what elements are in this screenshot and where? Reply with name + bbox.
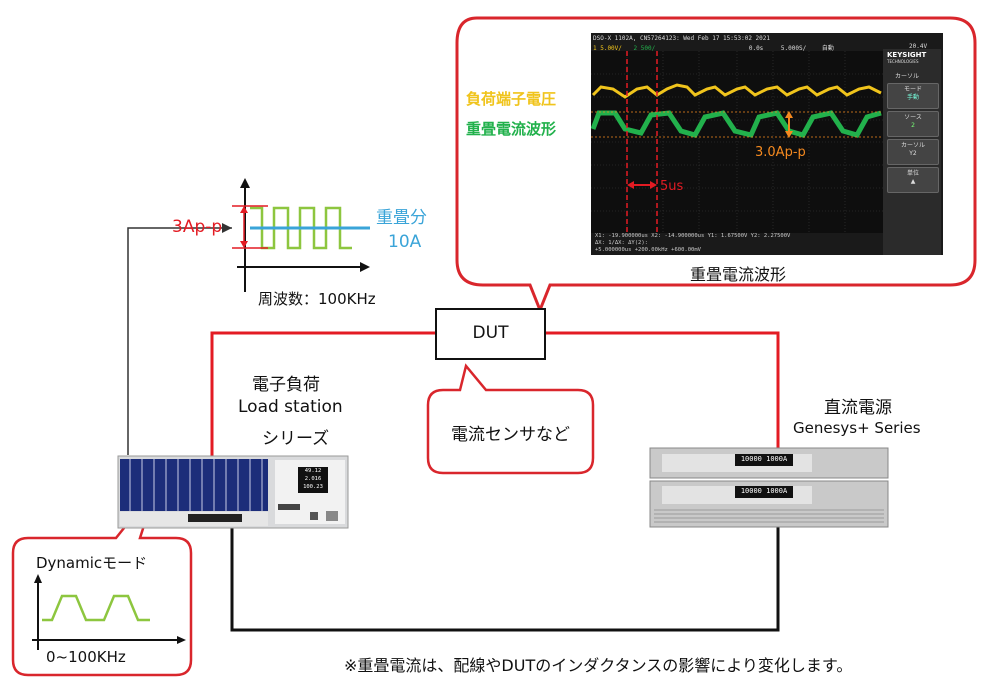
softkey-cursor-value: Y2 bbox=[909, 150, 917, 157]
osc-menu-title: カーソル bbox=[895, 73, 920, 80]
dc-power-supply-device bbox=[649, 447, 889, 528]
softkey-mode[interactable]: モード 手動 bbox=[887, 83, 939, 109]
inset-frequency-label: 周波数：100KHz bbox=[258, 290, 376, 308]
osc-trigger-level: 20.4V bbox=[909, 43, 928, 50]
psu-title: 直流電源 bbox=[824, 398, 892, 418]
footnote: ※重畳電流は、配線やDUTのインダクタンスの影響により変化します。 bbox=[344, 656, 853, 675]
red-wire-right bbox=[545, 331, 780, 455]
black-wire bbox=[230, 520, 780, 632]
softkey-units[interactable]: 単位 ▲ bbox=[887, 167, 939, 193]
softkey-mode-label: モード bbox=[903, 86, 922, 93]
inset-overlay-label: 重畳分 bbox=[376, 208, 427, 228]
osc-readout-line3: +5.000000us +200.00kHz +600.00mV bbox=[595, 247, 701, 253]
keysight-sub: TECHNOLOGIES bbox=[887, 59, 919, 64]
softkey-units-icon: ▲ bbox=[910, 178, 916, 185]
control-arrow bbox=[222, 223, 232, 233]
keysight-logo: KEYSIGHT bbox=[887, 51, 927, 59]
dynamic-callout bbox=[11, 487, 193, 677]
softkey-source-value: 2 bbox=[911, 122, 915, 129]
dut-box bbox=[435, 308, 546, 360]
softkey-source-label: ソース bbox=[904, 114, 922, 121]
psu-display-top: 10000 1000A bbox=[740, 455, 788, 463]
psu-subtitle: Genesys+ Series bbox=[793, 419, 921, 437]
osc-time-label: 5us bbox=[660, 179, 684, 194]
osc-ch2-scale: 2 500/ bbox=[633, 45, 656, 52]
osc-graticule bbox=[591, 51, 883, 233]
eload-display-line3: 100.23 bbox=[303, 484, 323, 490]
osc-ch1-scale: 1 5.00V/ bbox=[593, 45, 622, 52]
softkey-cursor-label: カーソル bbox=[900, 142, 925, 149]
eload-title: 電子負荷 bbox=[252, 375, 320, 395]
control-line bbox=[127, 227, 232, 455]
label-load-voltage: 負荷端子電圧 bbox=[466, 90, 557, 108]
osc-time: 0.0s bbox=[748, 45, 764, 52]
red-wire-left bbox=[210, 331, 436, 515]
osc-voltage-trace bbox=[591, 83, 882, 99]
psu-display-bottom: 10000 1000A bbox=[740, 487, 788, 495]
eload-display-line2: 2.016 bbox=[304, 476, 322, 482]
osc-current-trace bbox=[591, 110, 882, 138]
softkey-units-label: 単位 bbox=[906, 170, 919, 177]
dynamic-trapezoid-wave bbox=[42, 594, 150, 622]
osc-timebase: 5.000S/ bbox=[780, 45, 807, 52]
osc-softkey-panel: KEYSIGHT TECHNOLOGIES カーソル モード 手動 ソース 2 … bbox=[883, 49, 941, 255]
osc-mode: 自動 bbox=[821, 45, 834, 52]
label-superimposed-current: 重畳電流波形 bbox=[466, 120, 557, 138]
osc-cursor-readout: X1: -19.900000us X2: -14.900000us Y1: 1.… bbox=[595, 233, 881, 254]
softkey-source[interactable]: ソース 2 bbox=[887, 111, 939, 137]
oscilloscope-screen: DSO-X 1102A, CN57264123: Wed Feb 17 15:5… bbox=[591, 33, 943, 255]
dynamic-title: Dynamicモード bbox=[36, 554, 148, 572]
softkey-mode-value: 手動 bbox=[906, 94, 919, 101]
dut-label: DUT bbox=[472, 323, 509, 343]
sensor-callout bbox=[426, 363, 595, 475]
softkey-cursor[interactable]: カーソル Y2 bbox=[887, 139, 939, 165]
eload-display: 49.12 2.016 100.23 bbox=[298, 467, 328, 491]
osc-amplitude-label: 3.0Ap-p bbox=[755, 145, 806, 160]
electronic-load-device bbox=[117, 455, 349, 529]
osc-readout-line2: ΔX: 1/ΔX: ΔY(2): bbox=[595, 240, 648, 246]
osc-header: DSO-X 1102A, CN57264123: Wed Feb 17 15:5… bbox=[593, 35, 771, 42]
eload-series: シリーズ bbox=[262, 429, 330, 449]
inset-overlay-current: 10A bbox=[388, 232, 422, 252]
dynamic-frequency: 0~100KHz bbox=[46, 648, 126, 666]
osc-readout-line1: X1: -19.900000us X2: -14.900000us Y1: 1.… bbox=[595, 233, 791, 239]
inset-amplitude-label: 3Ap-p bbox=[172, 217, 223, 237]
sensor-label: 電流センサなど bbox=[451, 425, 570, 445]
eload-subtitle: Load station bbox=[238, 397, 343, 417]
osc-caption: 重畳電流波形 bbox=[690, 265, 787, 284]
osc-status-bar: 1 5.00V/ 2 500/ 0.0s 5.000S/ 自動 bbox=[593, 43, 883, 52]
eload-display-line1: 49.12 bbox=[304, 468, 322, 474]
